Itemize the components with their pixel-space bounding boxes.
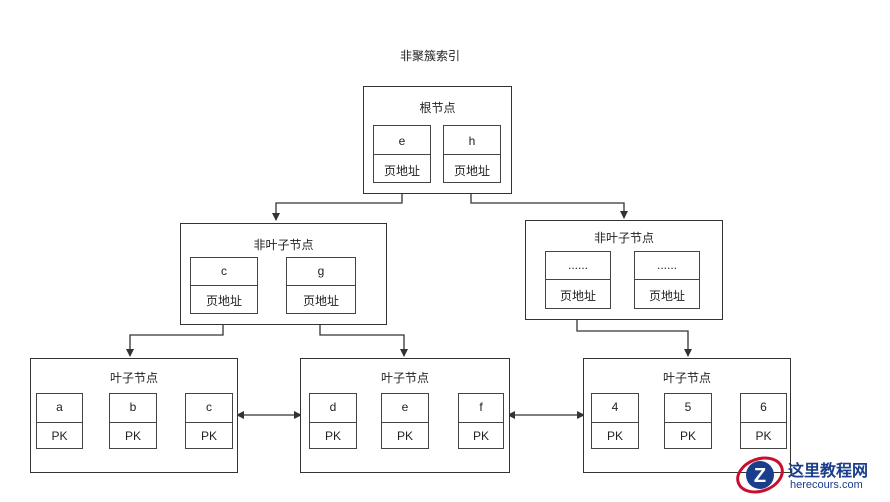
site-watermark: Z 这里教程网 herecours.com (734, 453, 884, 497)
cell-key: 5 (684, 400, 692, 414)
leaf2-cell-e: e PK (381, 393, 429, 449)
leaf-node-1: 叶子节点 a PK b PK c PK (30, 358, 238, 473)
cell-value: PK (51, 429, 68, 443)
cell-value: 页地址 (383, 164, 420, 178)
cell-value: 页地址 (453, 164, 490, 178)
cell-value: PK (200, 429, 217, 443)
nonleaf-left-cell-g: g 页地址 (286, 257, 356, 314)
leaf1-cell-c: c PK (185, 393, 233, 449)
cell-key: e (398, 134, 406, 148)
leaf-node-1-label: 叶子节点 (109, 371, 158, 385)
root-node: 根节点 e 页地址 h 页地址 (363, 86, 512, 194)
cell-key: e (401, 400, 409, 414)
watermark-name: 这里教程网 (788, 463, 869, 480)
nonleaf-left-label: 非叶子节点 (253, 238, 314, 252)
cell-key: ...... (656, 258, 677, 272)
leaf1-cell-a: a PK (36, 393, 83, 449)
leaf3-cell-6: 6 PK (740, 393, 787, 449)
cell-value: PK (396, 429, 413, 443)
cell-value: PK (124, 429, 141, 443)
cell-key: g (317, 264, 325, 278)
cell-value: 页地址 (559, 289, 596, 303)
nonleaf-right-cell-1: ...... 页地址 (545, 251, 611, 309)
nonleaf-left-cell-c: c 页地址 (190, 257, 258, 314)
cell-key: b (129, 400, 137, 414)
cell-key: c (206, 400, 212, 414)
leaf3-cell-4: 4 PK (591, 393, 639, 449)
watermark-url: herecours.com (790, 479, 863, 491)
leaf-node-2-label: 叶子节点 (380, 371, 429, 385)
nonleaf-node-left: 非叶子节点 c 页地址 g 页地址 (180, 223, 387, 325)
cell-key: h (468, 134, 476, 148)
root-node-label: 根节点 (419, 101, 456, 115)
cell-value: 页地址 (205, 294, 242, 308)
cell-key: d (329, 400, 337, 414)
cell-value: PK (679, 429, 696, 443)
cell-value: PK (472, 429, 489, 443)
leaf2-cell-f: f PK (458, 393, 504, 449)
root-cell-h: h 页地址 (443, 125, 501, 183)
leaf3-cell-5: 5 PK (664, 393, 712, 449)
nonleaf-right-label: 非叶子节点 (593, 231, 654, 245)
cell-key: 6 (760, 400, 767, 414)
cell-value: PK (324, 429, 341, 443)
cell-value: 页地址 (302, 294, 339, 308)
diagram-title: 非聚簇索引 (399, 49, 460, 63)
cell-key: f (479, 400, 483, 414)
leaf-node-2: 叶子节点 d PK e PK f PK (300, 358, 510, 473)
root-cell-e: e 页地址 (373, 125, 431, 183)
leaf-node-3-label: 叶子节点 (662, 371, 711, 385)
z-logo-icon: Z (736, 456, 784, 494)
nonleaf-right-cell-2: ...... 页地址 (634, 251, 700, 309)
cell-key: ...... (567, 258, 588, 272)
leaf2-cell-d: d PK (309, 393, 357, 449)
cell-key: c (221, 264, 227, 278)
leaf1-cell-b: b PK (109, 393, 157, 449)
logo-letter: Z (754, 465, 766, 487)
cell-value: 页地址 (648, 289, 685, 303)
leaf-node-3: 叶子节点 4 PK 5 PK 6 PK (583, 358, 791, 473)
nonleaf-node-right: 非叶子节点 ...... 页地址 ...... 页地址 (525, 220, 723, 320)
cell-value: PK (755, 429, 772, 443)
cell-key: a (56, 400, 63, 414)
cell-key: 4 (611, 400, 619, 414)
cell-value: PK (606, 429, 623, 443)
